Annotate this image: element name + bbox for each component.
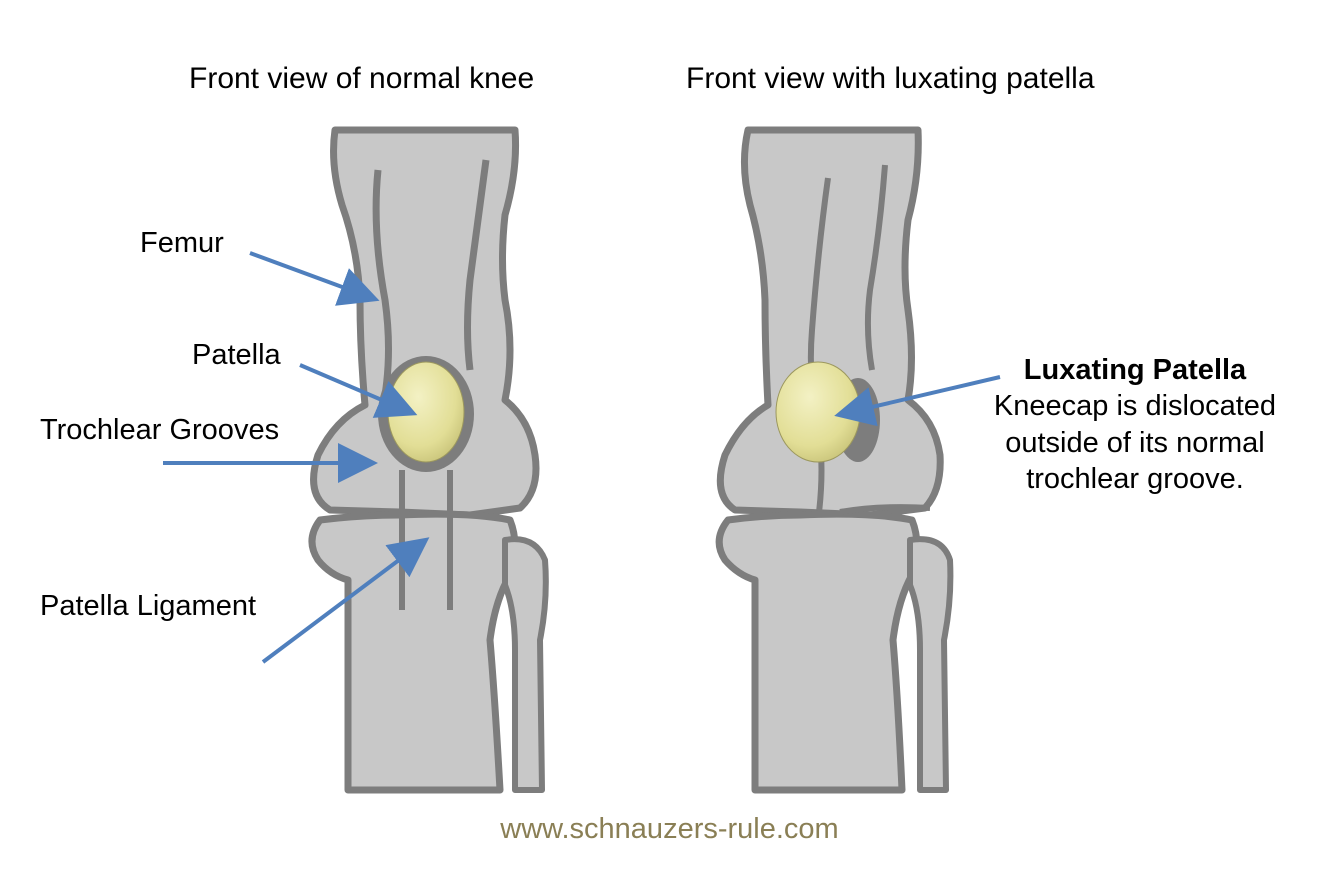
tibia-line-right xyxy=(839,504,931,515)
arrow-luxating-patella xyxy=(834,375,1001,427)
fibula-right xyxy=(907,536,954,793)
label-patella-ligament: Patella Ligament xyxy=(40,590,257,622)
femur-groove-line-right-2 xyxy=(864,164,888,371)
tibia-right xyxy=(715,510,921,794)
arrow-femur xyxy=(249,251,380,306)
luxating-desc-line-2: outside of its normal xyxy=(1005,426,1265,459)
arrow-patella-ligament xyxy=(261,537,430,664)
luxating-desc-line-1: Kneecap is dislocated xyxy=(993,390,1277,423)
tibia-left xyxy=(308,510,519,794)
fibula-left xyxy=(502,536,549,793)
luxating-desc-line-3: trochlear groove. xyxy=(1026,462,1244,495)
heading-normal-knee: Front view of normal knee xyxy=(189,62,535,95)
femur-groove-line-left-2 xyxy=(464,159,490,371)
normal-knee xyxy=(308,126,549,794)
label-trochlear-grooves: Trochlear Grooves xyxy=(40,414,280,446)
website-footer: www.schnauzers-rule.com xyxy=(500,813,839,845)
luxating-patella-title: Luxating Patella xyxy=(1023,354,1247,386)
luxating-knee xyxy=(715,126,954,794)
heading-luxating-patella: Front view with luxating patella xyxy=(686,62,1095,95)
luxating-patella-description: Luxating Patella Kneecap is dislocated o… xyxy=(960,352,1310,497)
patella-left xyxy=(387,361,465,463)
label-femur: Femur xyxy=(140,227,224,259)
annotation-arrows xyxy=(163,251,1001,664)
arrow-patella xyxy=(299,363,418,418)
label-patella: Patella xyxy=(192,339,281,371)
femur-groove-line-left-1 xyxy=(372,169,392,396)
